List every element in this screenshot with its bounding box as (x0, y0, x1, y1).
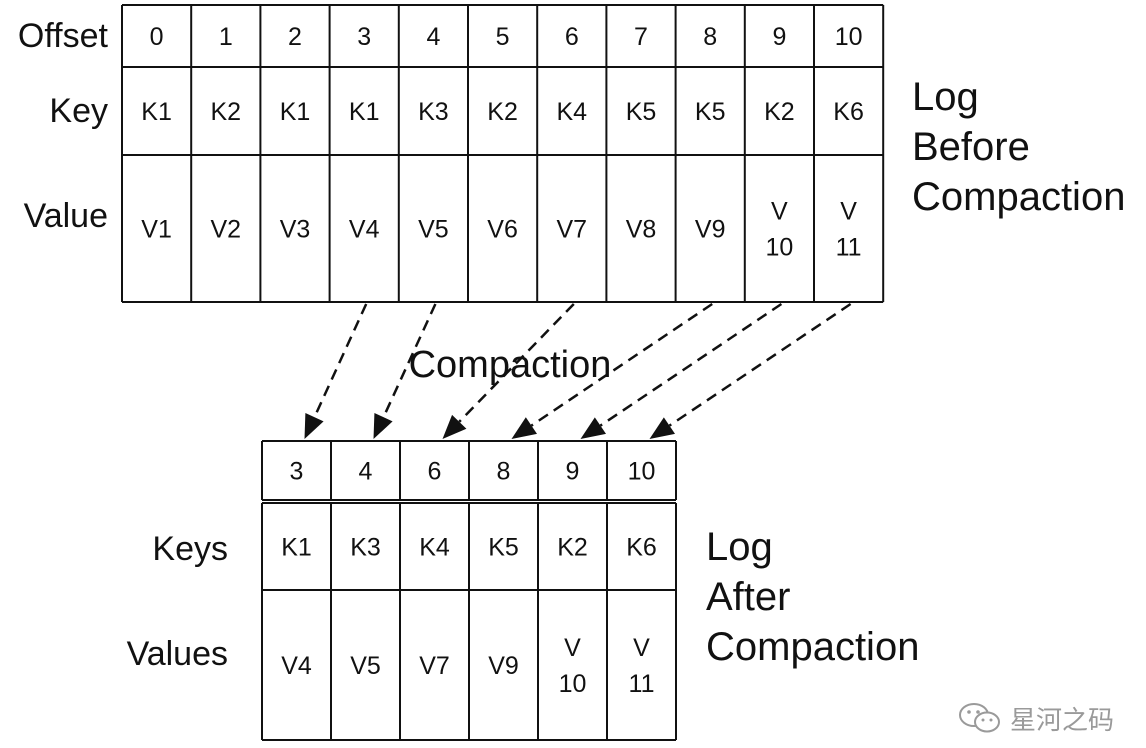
before-row-label: Key (49, 92, 108, 130)
before-value-cell: V6 (487, 216, 518, 244)
compaction-arrow-head (580, 417, 606, 439)
before-value-cell: V8 (626, 216, 657, 244)
after-side-label-line: Compaction (706, 625, 919, 669)
compaction-arrow-head (649, 417, 676, 439)
before-offset-cell: 6 (565, 23, 579, 51)
after-value-cell: V (564, 634, 581, 662)
before-key-cell: K2 (211, 98, 242, 126)
after-offset-cell: 10 (628, 458, 656, 486)
log-after-table: KeysValues3K1V44K3V56K4V78K5V99K2V1010K6… (127, 440, 677, 741)
after-key-cell: K2 (557, 534, 588, 562)
before-key-cell: K4 (557, 98, 588, 126)
before-offset-cell: 4 (426, 23, 440, 51)
after-value-cell: V5 (350, 652, 381, 680)
compaction-arrow-head (373, 413, 393, 439)
after-value-cell: V (633, 634, 650, 662)
before-key-cell: K2 (487, 98, 518, 126)
before-side-label-line: Log (912, 75, 979, 119)
before-value-cell: V (771, 198, 788, 226)
before-key-cell: K1 (280, 98, 311, 126)
before-offset-cell: 8 (703, 23, 717, 51)
after-key-cell: K5 (488, 534, 519, 562)
before-offset-cell: 0 (150, 23, 164, 51)
after-row-label: Values (127, 635, 228, 673)
compaction-arrow-line (458, 303, 575, 423)
before-offset-cell: 7 (634, 23, 648, 51)
after-offset-cell: 6 (428, 458, 442, 486)
before-offset-cell: 10 (835, 23, 863, 51)
compaction-arrow-line (530, 302, 713, 427)
after-offset-cell: 4 (359, 458, 373, 486)
before-key-cell: K5 (626, 98, 657, 126)
compaction-arrow-line (668, 302, 852, 427)
before-value-cell: 10 (765, 234, 793, 262)
after-key-cell: K3 (350, 534, 381, 562)
before-row-label: Offset (18, 17, 109, 55)
before-key-cell: K1 (349, 98, 380, 126)
before-value-cell: V7 (557, 216, 588, 244)
before-offset-cell: 9 (772, 23, 786, 51)
before-value-cell: V1 (141, 216, 172, 244)
after-offset-cell: 9 (566, 458, 580, 486)
before-side-label-line: Before (912, 125, 1030, 169)
before-key-cell: K3 (418, 98, 449, 126)
before-value-cell: V4 (349, 216, 380, 244)
compaction-label: Compaction (409, 344, 612, 386)
after-key-cell: K6 (626, 534, 657, 562)
before-value-cell: 11 (836, 234, 862, 262)
before-key-cell: K1 (141, 98, 172, 126)
after-value-cell: V9 (488, 652, 519, 680)
after-offset-cell: 8 (497, 458, 511, 486)
wechat-icon (959, 703, 1000, 733)
after-value-cell: V4 (281, 652, 312, 680)
before-value-cell: V9 (695, 216, 726, 244)
compaction-arrow-head (304, 413, 324, 439)
compaction-arrow-line (382, 303, 437, 418)
before-value-cell: V3 (280, 216, 311, 244)
compaction-arrows (304, 302, 852, 439)
before-value-cell: V (840, 198, 857, 226)
after-key-cell: K1 (281, 534, 312, 562)
before-offset-cell: 3 (357, 23, 371, 51)
before-offset-cell: 1 (219, 23, 233, 51)
after-row-label: Keys (152, 530, 228, 568)
before-offset-cell: 5 (496, 23, 510, 51)
before-key-cell: K5 (695, 98, 726, 126)
before-key-cell: K2 (764, 98, 795, 126)
after-offset-cell: 3 (290, 458, 304, 486)
before-offset-cell: 2 (288, 23, 302, 51)
before-side-label: Log Before Compaction (912, 75, 1125, 219)
after-value-cell: V7 (419, 652, 450, 680)
compaction-arrow-head (442, 414, 467, 439)
after-key-cell: K4 (419, 534, 450, 562)
watermark-text: 星河之码 (1010, 705, 1115, 736)
before-value-cell: V2 (211, 216, 242, 244)
compaction-arrow-head (511, 417, 537, 439)
compaction-arrow-line (313, 303, 368, 418)
before-row-label: Value (24, 197, 108, 235)
after-side-label-line: Log (706, 525, 773, 569)
watermark: 星河之码 (958, 700, 1114, 736)
after-value-cell: 10 (559, 670, 587, 698)
after-side-label-line: After (706, 575, 790, 619)
log-before-table: OffsetKeyValue0K1V11K2V22K1V33K1V44K3V55… (18, 4, 885, 303)
before-side-label-line: Compaction (912, 175, 1125, 219)
after-side-label: Log After Compaction (706, 525, 919, 669)
compaction-arrow-line (599, 302, 783, 427)
after-value-cell: 11 (629, 670, 655, 698)
before-value-cell: V5 (418, 216, 449, 244)
before-key-cell: K6 (833, 98, 864, 126)
